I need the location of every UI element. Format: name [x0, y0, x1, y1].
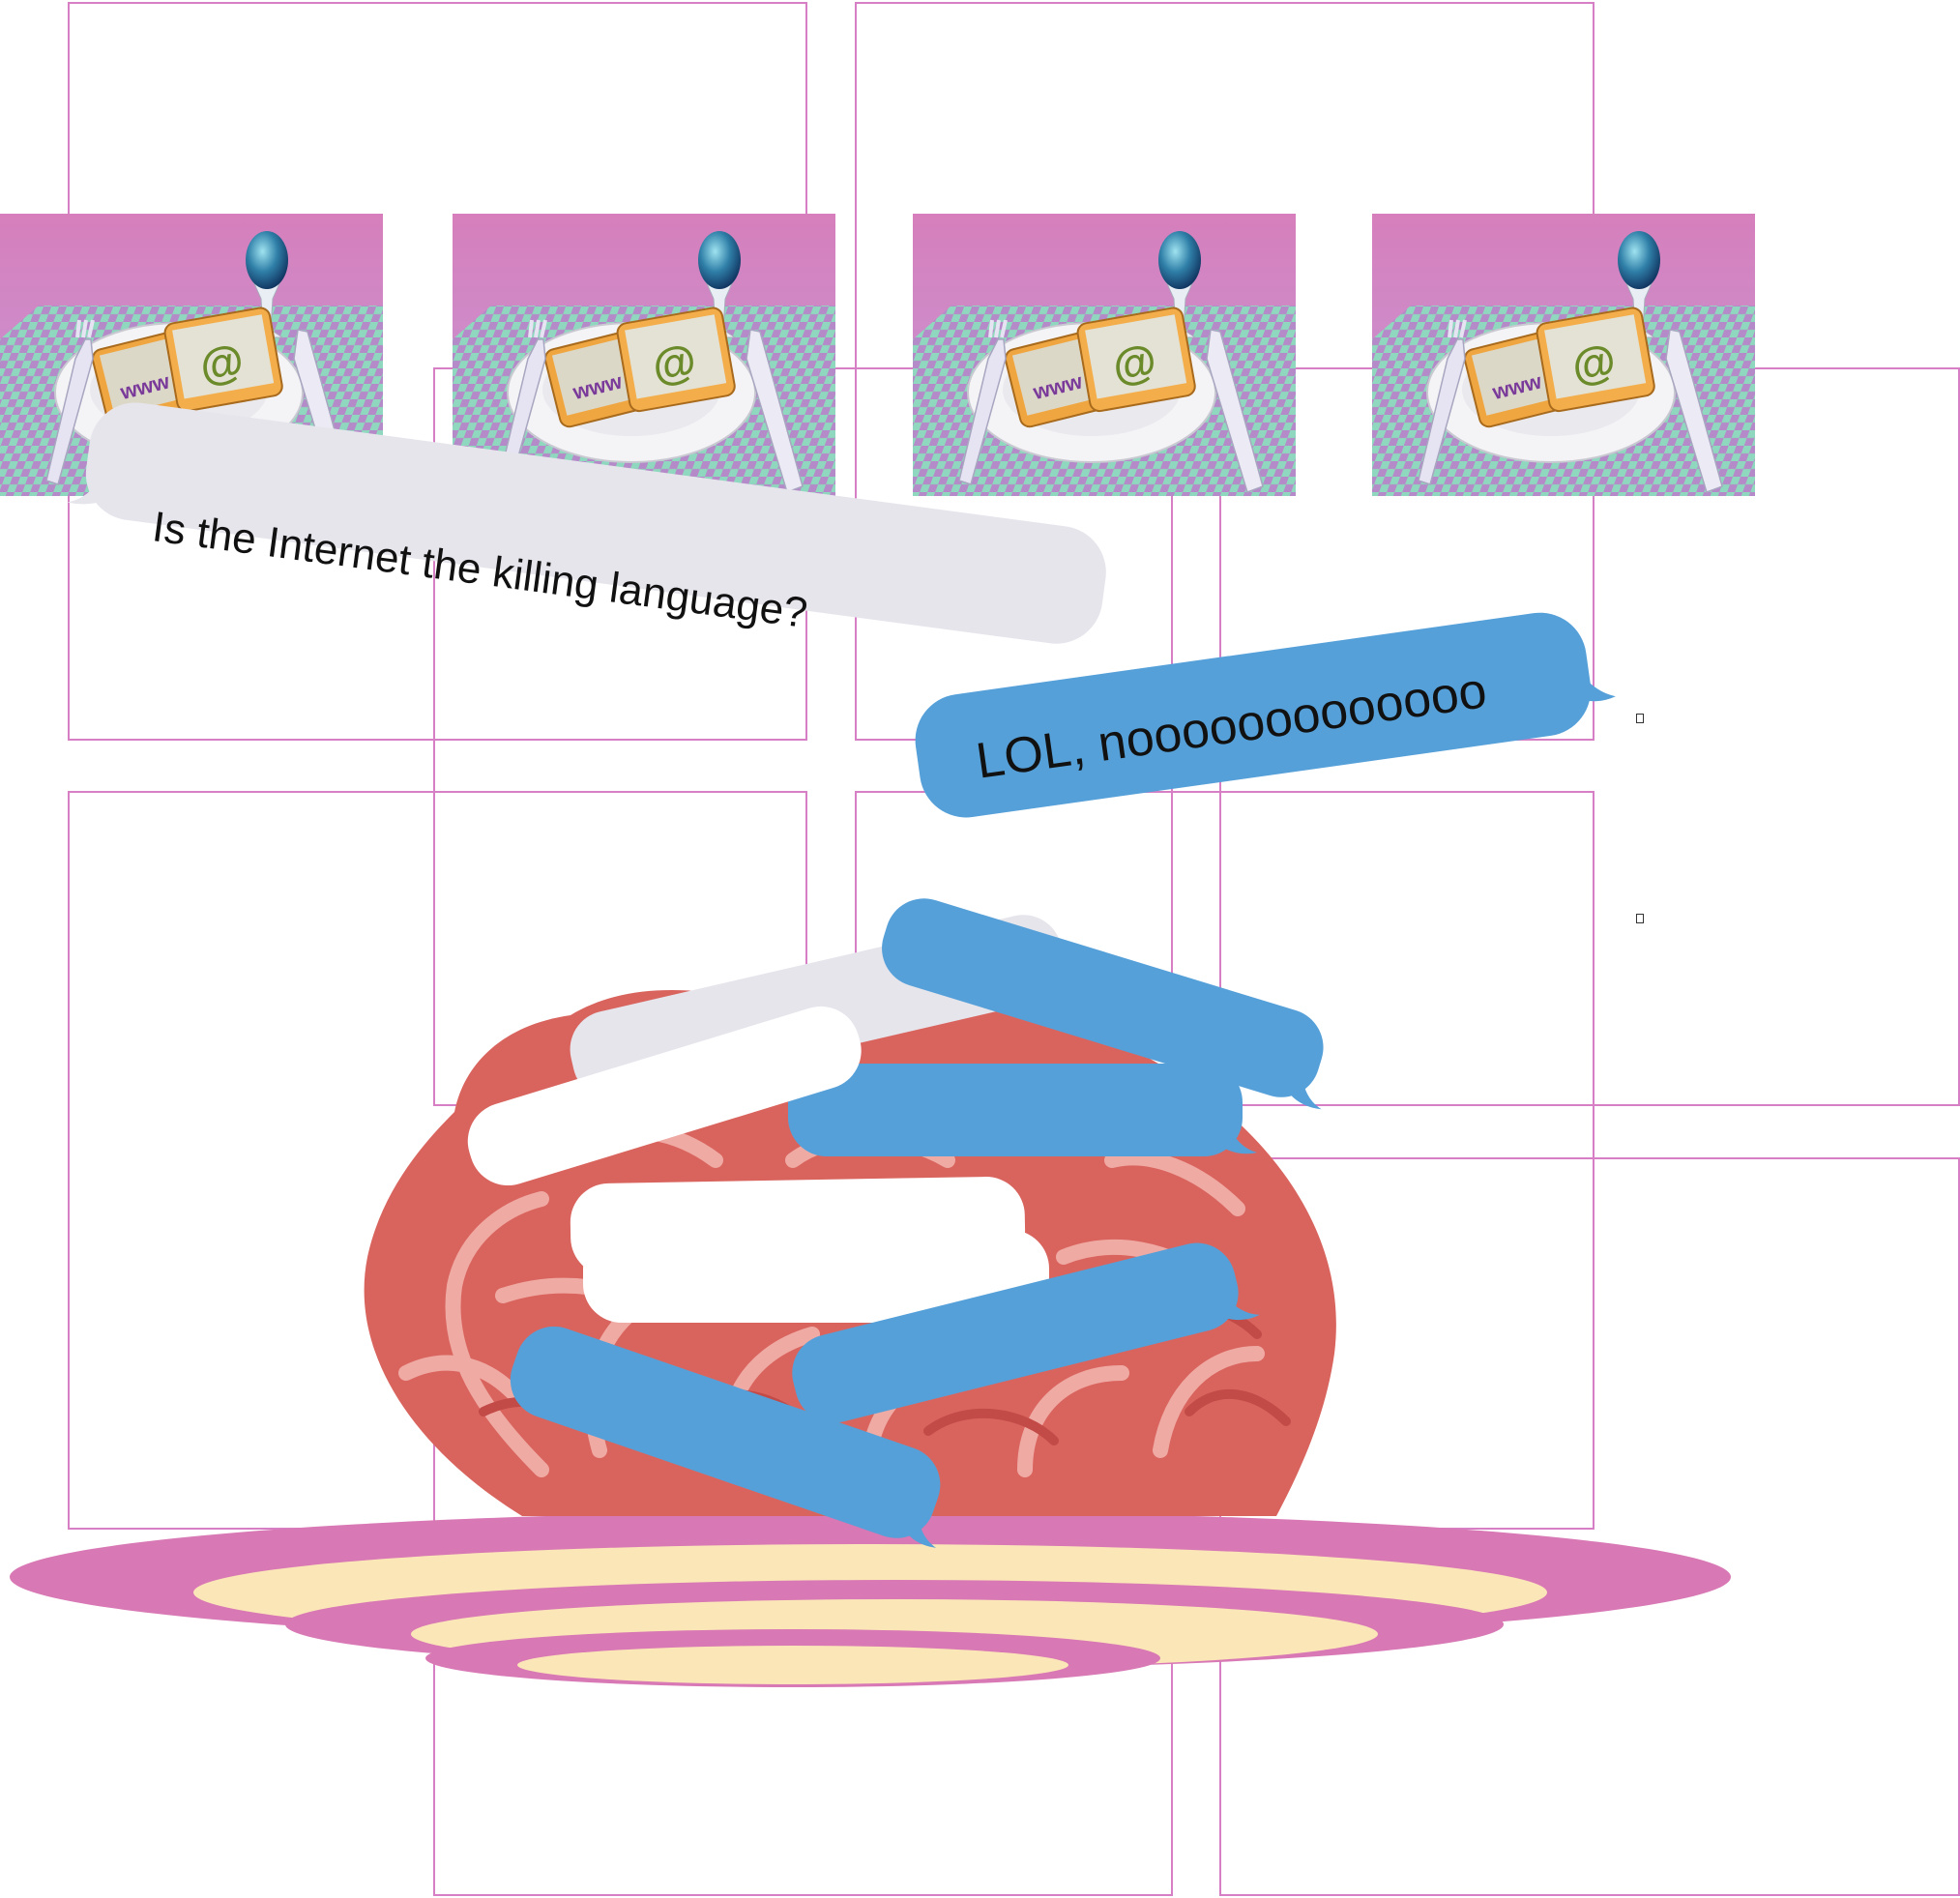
chat-bubble-stack-blue-4	[510, 1326, 941, 1548]
chat-bubble-stack-blue-1	[882, 898, 1324, 1110]
anchor-marker-2	[1636, 914, 1644, 923]
chat-bubble-stack-blue-3	[792, 1242, 1260, 1423]
rings-plate-icon	[10, 1511, 1731, 1687]
anchor-marker-1	[1636, 714, 1644, 723]
chat-bubble-answer	[915, 612, 1616, 818]
chat-bubble-stack-white-3	[467, 1006, 862, 1186]
chat-bubble-question	[67, 402, 1106, 644]
chat-bubble-stack-blue-2	[788, 1064, 1257, 1156]
